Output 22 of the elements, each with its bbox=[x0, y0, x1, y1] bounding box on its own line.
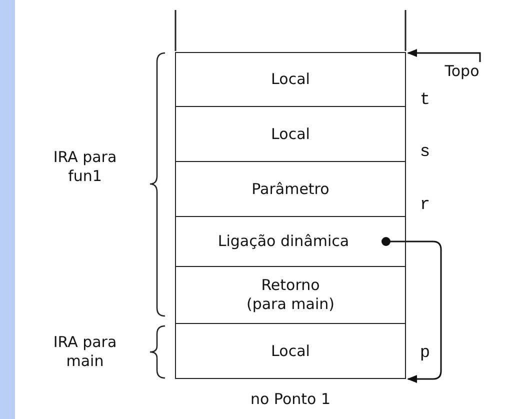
register-letter: r bbox=[418, 196, 432, 215]
stack-cell bbox=[175, 216, 406, 267]
frame-label: IRA para fun1 bbox=[52, 148, 118, 186]
stack-cell bbox=[175, 106, 406, 162]
cell-text: Ligação dinâmica bbox=[218, 232, 350, 251]
register-letter: s bbox=[418, 143, 432, 162]
pointer-label: Topo bbox=[440, 62, 484, 84]
register-letter: p bbox=[418, 344, 432, 363]
stack-cell bbox=[175, 266, 406, 324]
stack-cell bbox=[175, 161, 406, 217]
cell-text: Local bbox=[271, 70, 310, 89]
cell-text: Parâmetro bbox=[252, 180, 330, 198]
arrow bbox=[407, 49, 481, 62]
cell-text: Local bbox=[271, 342, 310, 360]
stack-cell bbox=[175, 52, 406, 107]
caption: no Ponto 1 bbox=[249, 390, 332, 409]
register-letter: t bbox=[418, 91, 432, 110]
cell-text: Retorno (para main) bbox=[245, 276, 336, 314]
arrow bbox=[382, 237, 442, 383]
cell-text: Local bbox=[271, 124, 310, 144]
frame-label: IRA para main bbox=[52, 333, 118, 371]
stack-cell bbox=[175, 323, 406, 379]
